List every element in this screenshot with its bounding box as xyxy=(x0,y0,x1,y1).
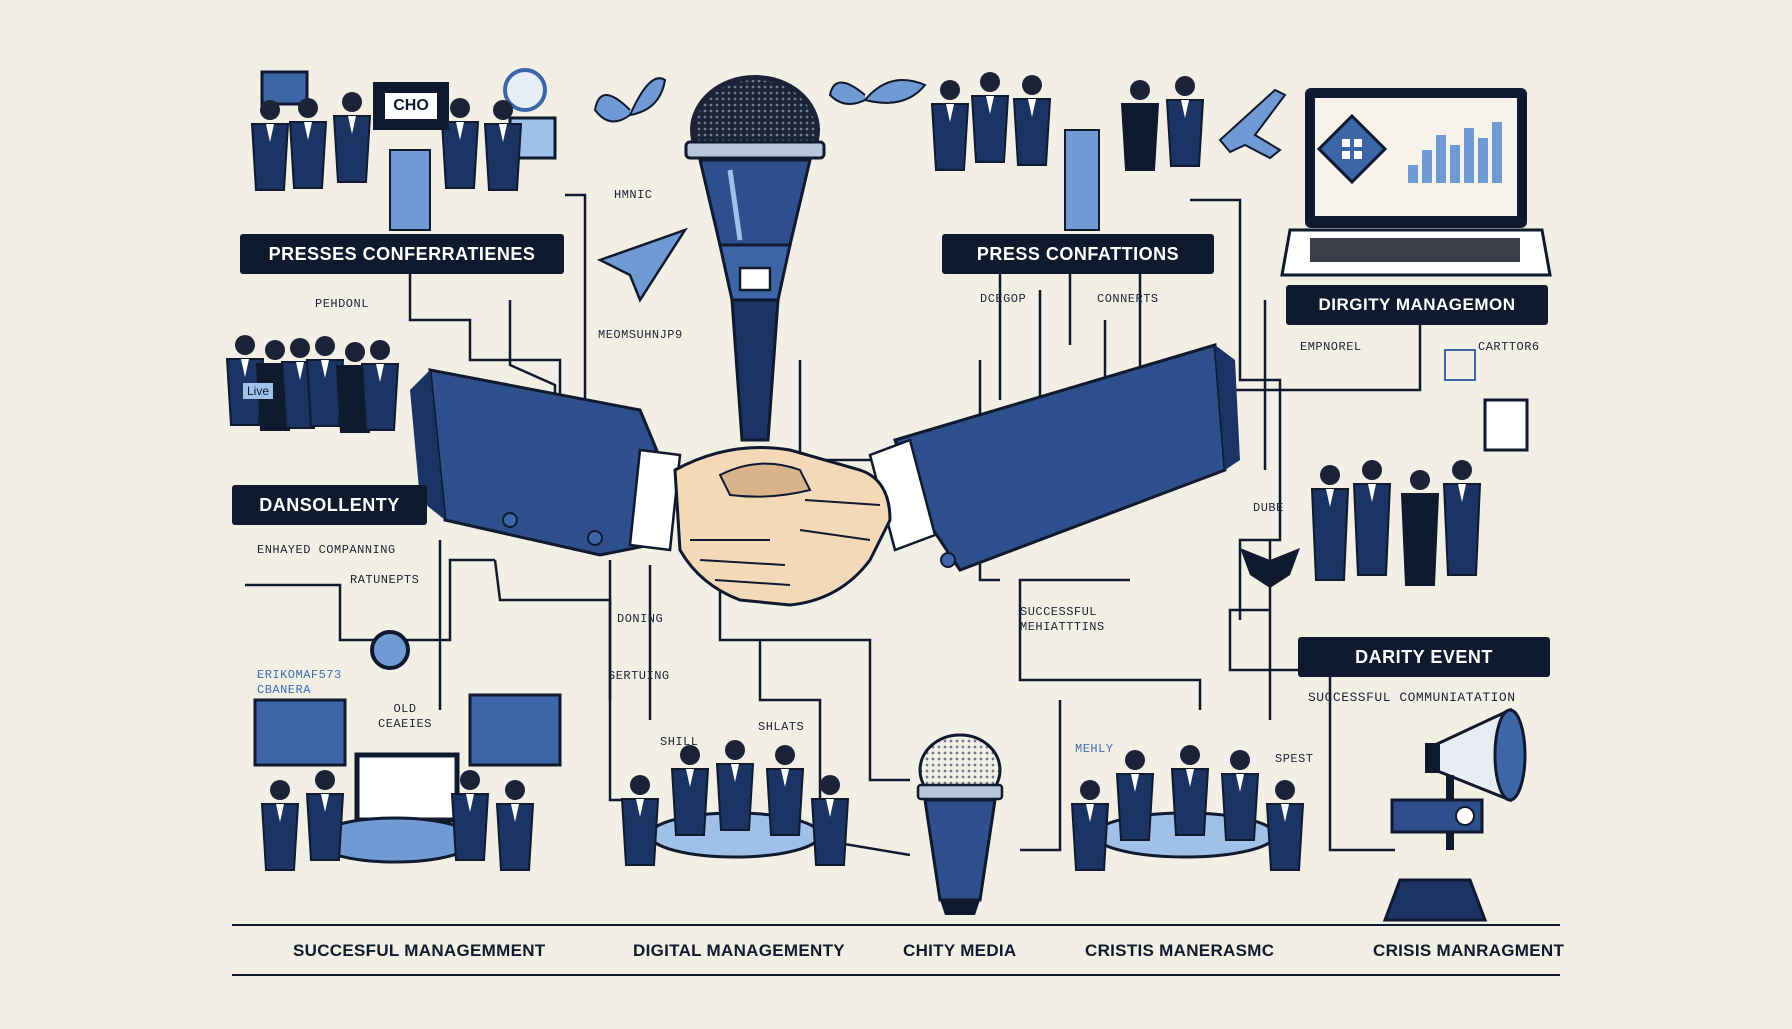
person-figure xyxy=(305,336,345,427)
person-figure xyxy=(1170,745,1210,836)
live-sign: Live xyxy=(243,383,274,399)
label-spest: SPEST xyxy=(1275,752,1314,766)
connector-line xyxy=(493,559,612,700)
connector-line xyxy=(1228,608,1395,852)
connector-line xyxy=(1230,310,1422,392)
screen-icon xyxy=(260,70,309,106)
label-enhanced: ENHAYED COMPANNING xyxy=(257,543,396,557)
label-environment: ERIKOMAF573 CBANERA xyxy=(257,668,342,697)
left-arm xyxy=(410,368,667,557)
label-doning: DONING xyxy=(617,612,664,626)
label-dube: DUBE xyxy=(1253,501,1284,515)
person-figure xyxy=(1265,780,1305,871)
handshake-icon xyxy=(673,446,892,607)
label-meomshuhp: MEOMSUHNJP9 xyxy=(598,328,683,342)
dansollenty-title: DANSOLLENTY xyxy=(232,485,427,525)
person-figure xyxy=(1115,750,1155,841)
bottom-label-digital-management: DIGITAL MANAGEMENTY xyxy=(633,941,845,960)
globe-grid-icon xyxy=(1444,349,1476,381)
label-deegop: DCEGOP xyxy=(980,292,1027,306)
bottom-label-chity-media: CHITY MEDIA xyxy=(903,941,1017,960)
small-microphone-icon xyxy=(916,733,1004,915)
monitor-icon xyxy=(354,752,460,823)
person-figure xyxy=(1400,470,1440,586)
person-figure xyxy=(440,98,480,189)
person-figure xyxy=(332,92,372,183)
press-conferences-left-title: PRESSES CONFERRATIENES xyxy=(240,234,564,274)
butterfly-icon xyxy=(593,77,667,123)
person-figure xyxy=(1070,780,1110,871)
person-figure xyxy=(1220,750,1260,841)
bottom-label-crisis-manerasmc: CRISTIS MANERASMC xyxy=(1085,941,1275,960)
label-conners: CONNERTS xyxy=(1097,292,1159,306)
person-figure xyxy=(288,98,328,189)
podium-icon xyxy=(389,149,431,231)
people-figures xyxy=(225,72,1482,871)
connector-line xyxy=(1190,198,1282,620)
person-figure xyxy=(260,780,300,871)
label-mehly: MEHLY xyxy=(1075,742,1114,756)
label-ratunepts: RATUNEPTS xyxy=(350,573,420,587)
microphone-icon xyxy=(684,75,826,442)
label-empnorel: EMPNOREL xyxy=(1300,340,1362,354)
label-successful-communication: SUCCESSFUL COMMUNIATATION xyxy=(1308,690,1516,705)
label-shlats: SHLATS xyxy=(758,720,805,734)
person-figure xyxy=(810,775,850,866)
person-figure xyxy=(1310,465,1350,581)
right-arm xyxy=(893,343,1240,572)
label-sertuing: SERTUING xyxy=(608,669,670,683)
bottom-label-crisis-management: CRISIS MANRAGMENT xyxy=(1373,941,1565,960)
eagle-icon xyxy=(1240,548,1300,588)
press-conferences-right-title: PRESS CONFATTIONS xyxy=(942,234,1214,274)
connector-line xyxy=(1020,700,1062,852)
person-figure xyxy=(1352,460,1392,576)
person-figure xyxy=(495,780,535,871)
person-figure xyxy=(1120,80,1160,171)
person-figure xyxy=(1012,75,1052,166)
gear-icon xyxy=(370,630,410,670)
label-old-ceaeies: OLD CEAEIES xyxy=(378,702,432,731)
person-figure xyxy=(450,770,490,861)
charity-event-title: DARITY EVENT xyxy=(1298,637,1550,677)
podium-icon xyxy=(1064,129,1100,231)
megaphone-icon xyxy=(1382,707,1527,922)
butterfly-icon xyxy=(828,79,927,105)
airplane-icon xyxy=(1218,88,1287,160)
person-figure xyxy=(765,745,805,836)
connector-line xyxy=(565,193,587,460)
left-cuff xyxy=(628,448,682,552)
bottom-label-successful-management: SUCCESFUL MANAGEMMENT xyxy=(293,941,546,960)
label-pehdonl: PEHDONL xyxy=(315,297,369,311)
label-hmnic: HMNIC xyxy=(614,188,653,202)
person-figure xyxy=(483,100,523,191)
person-figure xyxy=(620,775,660,866)
person-figure xyxy=(1442,460,1482,576)
connector-line xyxy=(245,558,495,642)
connector-line xyxy=(718,560,910,782)
person-figure xyxy=(305,770,345,861)
connector-line xyxy=(1018,578,1202,710)
person-figure xyxy=(715,740,755,831)
wall-screen-icon xyxy=(253,698,347,767)
person-figure xyxy=(970,72,1010,163)
cho-sign: CHO xyxy=(373,82,449,130)
label-cartiors: CARTTOR6 xyxy=(1478,340,1540,354)
label-successful-meditations: SUCCESSFUL MEHIATTTINS xyxy=(1020,605,1105,634)
person-figure xyxy=(930,80,970,171)
paper-plane-icon xyxy=(596,227,689,303)
wall-screen-icon xyxy=(468,693,562,767)
person-figure xyxy=(360,340,400,431)
person-figure xyxy=(250,100,290,191)
logo-badge-icon xyxy=(503,68,547,112)
laptop-icon xyxy=(1280,88,1552,277)
person-figure xyxy=(1165,76,1205,167)
connector-line xyxy=(758,640,911,857)
label-shill: SHILL xyxy=(660,735,699,749)
clipboard-icon xyxy=(1483,398,1529,452)
person-figure xyxy=(670,745,710,836)
dignity-management-title: DIRGITY MANAGEMON xyxy=(1286,285,1548,325)
